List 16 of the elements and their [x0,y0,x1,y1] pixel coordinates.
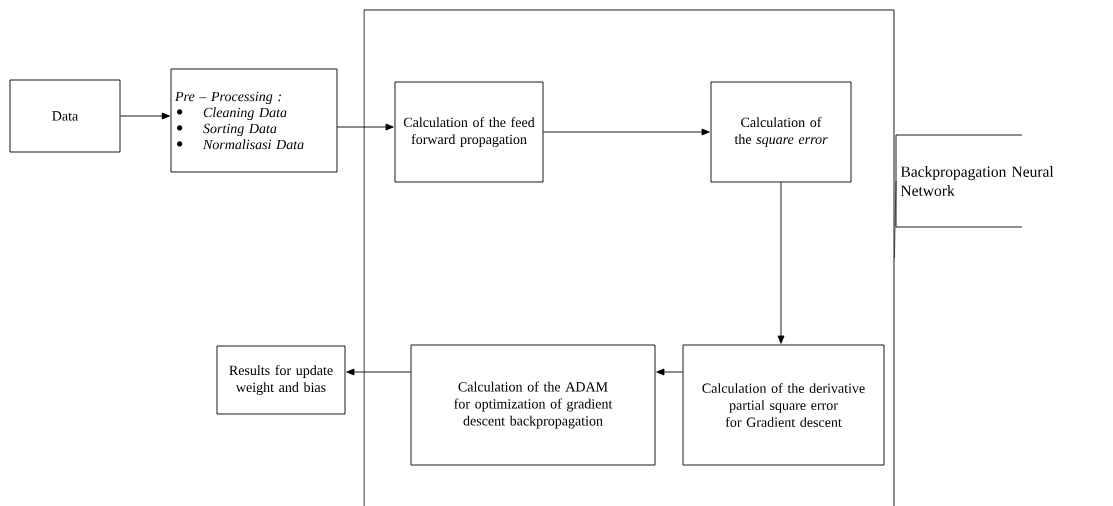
arrow [120,112,170,120]
data-box: Data [9,79,121,153]
arrow [346,368,411,376]
leader-line [894,180,897,259]
process-box: Calculation of the square error [710,81,852,183]
arrow [543,128,710,136]
process-box: Calculation of the derivative partial square error for Gradient descent [682,344,885,466]
process-box: Calculation of the feed forward propagation [394,81,544,183]
callout-box: Backpropagation Neural Network [895,134,1054,228]
arrow [336,123,394,131]
preprocessing-box: Pre – Processing : Cleaning Data Sorting Data Normalisasi Data [170,68,338,173]
result-box: Results for update weight and bias [216,345,346,415]
arrow [777,182,785,344]
process-box: Calculation of the ADAM for optimization of gradient descent backpropagation [410,344,656,466]
arrow [656,368,683,376]
network-frame [363,9,895,506]
